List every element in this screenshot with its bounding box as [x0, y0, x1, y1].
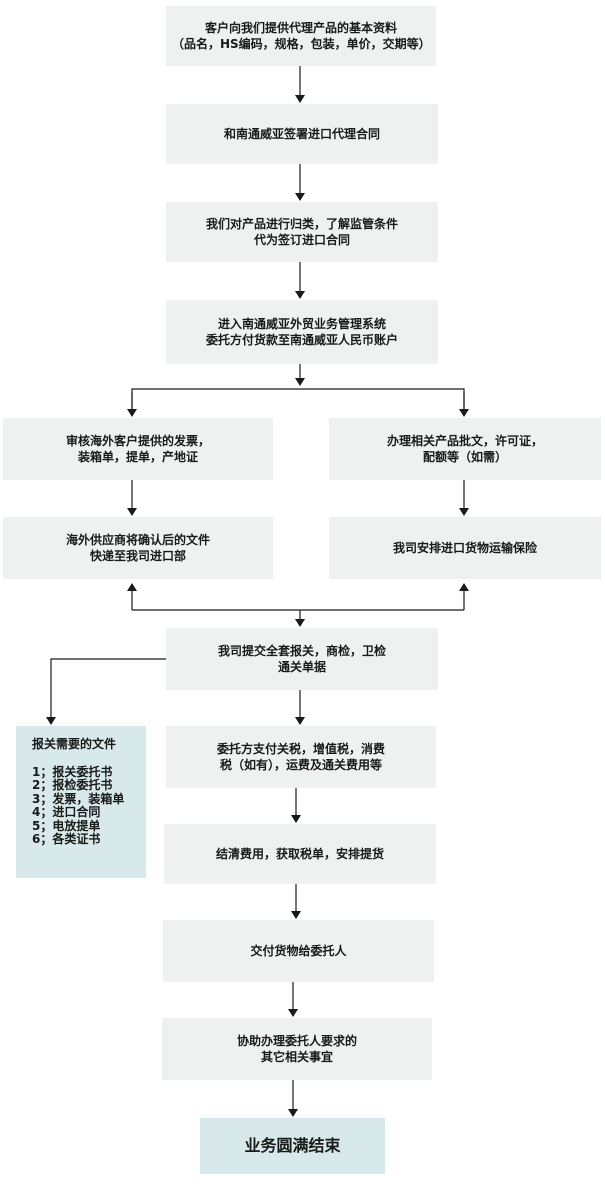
step-provide-info: 客户向我们提供代理产品的基本资料 （品名，HS编码，规格，包装，单价，交期等）: [166, 6, 436, 66]
documents-item: 6；各类证书: [32, 832, 101, 846]
step-deliver-goods: 交付货物给委托人: [163, 920, 434, 982]
documents-title: 报关需要的文件: [32, 737, 117, 751]
line: 委托方支付关税，增值税，消费: [216, 742, 385, 756]
line: 交付货物给委托人: [250, 944, 347, 958]
documents-item: 1；报关委托书: [32, 764, 113, 779]
step-permits: 办理相关产品批文，许可证， 配额等（如需）: [329, 418, 601, 480]
step-pay-taxes: 委托方支付关税，增值税，消费税（如有），运费及通关费用等: [166, 726, 436, 788]
step-complete: 业务圆满结束: [200, 1118, 385, 1174]
line: 和南通威亚签署进口代理合同: [223, 127, 380, 141]
line: 配额等（如需）: [422, 450, 507, 464]
line: 海外供应商将确认后的文件: [65, 533, 210, 547]
documents-item: 5；电放提单: [32, 818, 101, 833]
line: 审核海外客户提供的发票，: [65, 434, 210, 448]
line: 通关单据: [277, 660, 326, 674]
step-classify: 我们对产品进行归类，了解监管条件代为签订进口合同: [166, 202, 438, 262]
line: 委托方付货款至南通威亚人民币账户: [205, 333, 398, 347]
line: 我司提交全套报关，商检，卫检: [217, 644, 386, 658]
line: 快递至我司进口部: [89, 549, 186, 563]
step-sign-contract: 和南通威亚签署进口代理合同: [166, 104, 438, 164]
step-assist-other: 协助办理委托人要求的其它相关事宜: [162, 1018, 432, 1080]
arrow-s5-docs: [46, 658, 166, 725]
line: 协助办理委托人要求的: [236, 1034, 357, 1048]
step-review-documents: 审核海外客户提供的发票， 装箱单，提单，产地证: [3, 418, 273, 480]
line: 办理相关产品批文，许可证，: [386, 434, 543, 448]
step-submit-customs: 我司提交全套报关，商检，卫检通关单据: [166, 628, 438, 690]
line: 结清费用，获取税单，安排提货: [215, 847, 384, 861]
split-line: [131, 388, 465, 416]
line: 装箱单，提单，产地证: [77, 450, 198, 464]
line: 业务圆满结束: [244, 1136, 341, 1155]
documents-item: 4；进口合同: [32, 805, 101, 819]
step-transport-insurance: 我司安排进口货物运输保险: [329, 517, 601, 579]
line: （品名，HS编码，规格，包装，单价，交期等）: [172, 37, 431, 51]
customs-documents-panel: 报关需要的文件 1；报关委托书 2；报检委托书 3；发票，装箱单 4；进口合同 …: [16, 726, 146, 878]
step-settle-fees: 结清费用，获取税单，安排提货: [164, 824, 436, 884]
line: 税（如有），运费及通关费用等: [219, 758, 382, 772]
documents-item: 2；报检委托书: [32, 778, 113, 792]
documents-item: 3；发票，装箱单: [32, 791, 125, 806]
line: 其它相关事宜: [260, 1050, 333, 1064]
line: 我司安排进口货物运输保险: [392, 541, 537, 555]
line: 代为签订进口合同: [253, 233, 350, 247]
step-system-payment: 进入南通威亚外贸业务管理系统委托方付货款至南通威亚人民币账户: [166, 300, 438, 364]
line: 进入南通威亚外贸业务管理系统: [217, 317, 386, 331]
line: 客户向我们提供代理产品的基本资料: [204, 21, 397, 35]
line: 我们对产品进行归类，了解监管条件: [205, 217, 398, 231]
step-courier-documents: 海外供应商将确认后的文件快递至我司进口部: [3, 517, 273, 579]
